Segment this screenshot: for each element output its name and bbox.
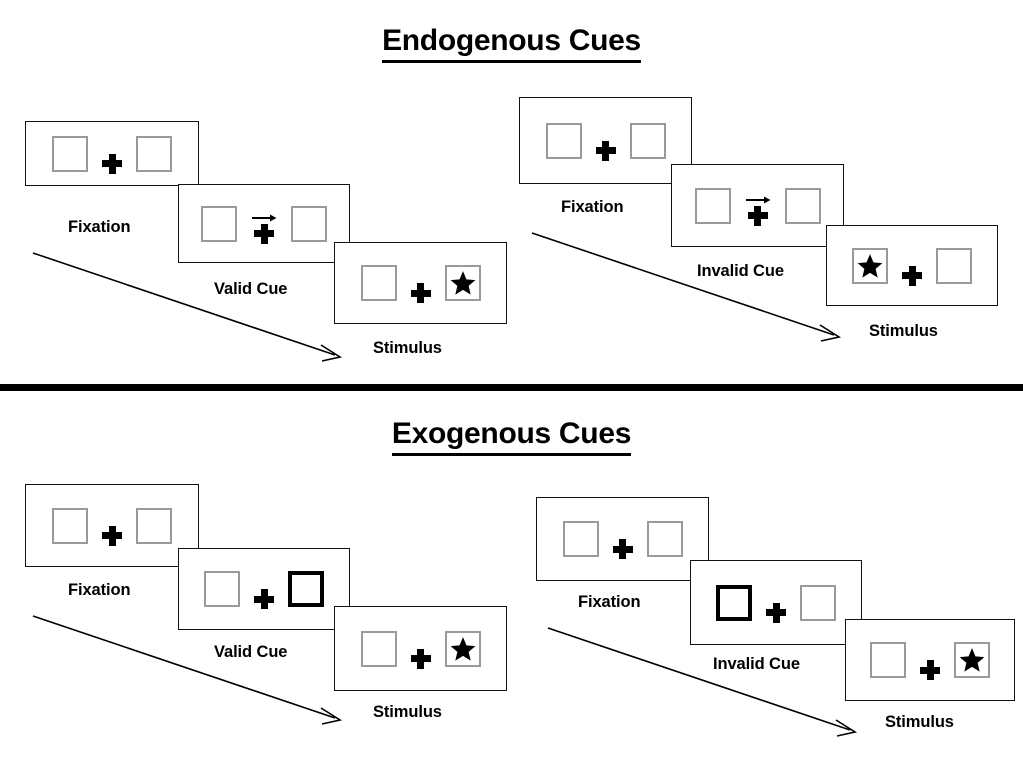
fixation-center-column — [410, 629, 431, 669]
plus-icon — [410, 648, 431, 669]
trial-frame-exo-valid-stimulus — [334, 606, 507, 691]
fixation-center-column — [102, 134, 122, 174]
plus-icon — [254, 589, 274, 609]
fixation-center-column — [920, 640, 940, 680]
trial-frame-exo-invalid-fixation — [536, 497, 709, 581]
placeholder-box-left — [52, 507, 88, 544]
stage-caption-endo-valid-fixation: Fixation — [68, 218, 131, 236]
stage-caption-exo-invalid-stimulus: Stimulus — [885, 713, 954, 731]
section-title-endogenous-text: Endogenous Cues — [382, 24, 641, 63]
plus-icon — [612, 539, 633, 559]
placeholder-box-left — [360, 265, 397, 301]
fixation-center-column — [902, 246, 922, 286]
timeline-arrow-endo-valid — [32, 252, 343, 362]
plus-icon — [747, 205, 768, 226]
trial-frame-exo-valid-cue — [178, 548, 350, 630]
cue-center-column — [745, 186, 771, 226]
arrow-right-icon — [252, 214, 277, 221]
trial-frame-exo-invalid-stimulus — [845, 619, 1015, 701]
target-box-left — [852, 247, 888, 284]
arrow-right-icon — [745, 196, 770, 203]
placeholder-box-right — [800, 584, 836, 621]
fixation-center-column — [254, 569, 274, 609]
section-title-exogenous: Exogenous Cues — [0, 417, 1023, 456]
trial-frame-exo-invalid-cue — [690, 560, 862, 645]
plus-icon — [902, 265, 922, 286]
trial-frame-endo-valid-cue — [178, 184, 350, 263]
placeholder-box-right — [136, 135, 172, 172]
placeholder-box-right — [629, 122, 666, 159]
placeholder-box-left — [360, 630, 397, 667]
fixation-center-column — [410, 263, 431, 303]
stage-caption-endo-valid-cue: Valid Cue — [214, 280, 288, 298]
star-icon — [450, 271, 475, 295]
target-box-right — [444, 265, 481, 301]
fixation-center-column — [612, 519, 633, 559]
cued-box-left — [716, 584, 752, 621]
section-title-endogenous: Endogenous Cues — [0, 24, 1023, 63]
stage-caption-exo-invalid-fixation: Fixation — [578, 593, 641, 611]
fixation-center-column — [595, 121, 616, 161]
placeholder-box-right — [784, 187, 821, 224]
placeholder-box-right — [291, 205, 327, 242]
placeholder-box-left — [545, 122, 582, 159]
star-icon — [959, 648, 985, 672]
star-icon — [450, 636, 475, 661]
stage-caption-exo-invalid-cue: Invalid Cue — [713, 655, 800, 673]
placeholder-box-left — [201, 205, 237, 242]
stage-caption-endo-invalid-cue: Invalid Cue — [697, 262, 784, 280]
plus-icon — [102, 525, 122, 546]
fixation-center-column — [102, 506, 122, 546]
trial-frame-endo-valid-fixation — [25, 121, 199, 186]
plus-icon — [102, 153, 122, 174]
placeholder-box-left — [870, 642, 906, 678]
section-divider — [0, 384, 1023, 391]
placeholder-box-right — [646, 521, 683, 557]
cued-box-right — [288, 571, 324, 607]
placeholder-box-right — [936, 247, 972, 284]
placeholder-box-left — [204, 571, 240, 607]
cue-center-column — [251, 204, 277, 244]
placeholder-box-left — [694, 187, 731, 224]
trial-frame-exo-valid-fixation — [25, 484, 199, 567]
placeholder-box-left — [52, 135, 88, 172]
star-icon — [857, 253, 883, 278]
stage-caption-endo-invalid-fixation: Fixation — [561, 198, 624, 216]
stage-caption-endo-invalid-stimulus: Stimulus — [869, 322, 938, 340]
trial-frame-endo-invalid-cue — [671, 164, 844, 247]
trial-frame-endo-valid-stimulus — [334, 242, 507, 324]
plus-icon — [410, 283, 431, 303]
plus-icon — [766, 602, 786, 623]
placeholder-box-right — [136, 507, 172, 544]
stage-caption-exo-valid-stimulus: Stimulus — [373, 703, 442, 721]
placeholder-box-left — [562, 521, 599, 557]
stage-caption-exo-valid-cue: Valid Cue — [214, 643, 288, 661]
fixation-center-column — [766, 583, 786, 623]
target-box-right — [954, 642, 990, 678]
trial-frame-endo-invalid-fixation — [519, 97, 692, 184]
plus-icon — [254, 223, 274, 244]
target-box-right — [444, 630, 481, 667]
plus-icon — [595, 140, 616, 161]
stage-caption-exo-valid-fixation: Fixation — [68, 581, 131, 599]
plus-icon — [920, 660, 940, 680]
section-title-exogenous-text: Exogenous Cues — [391, 417, 631, 456]
trial-frame-endo-invalid-stimulus — [826, 225, 998, 306]
stage-caption-endo-valid-stimulus: Stimulus — [373, 339, 442, 357]
